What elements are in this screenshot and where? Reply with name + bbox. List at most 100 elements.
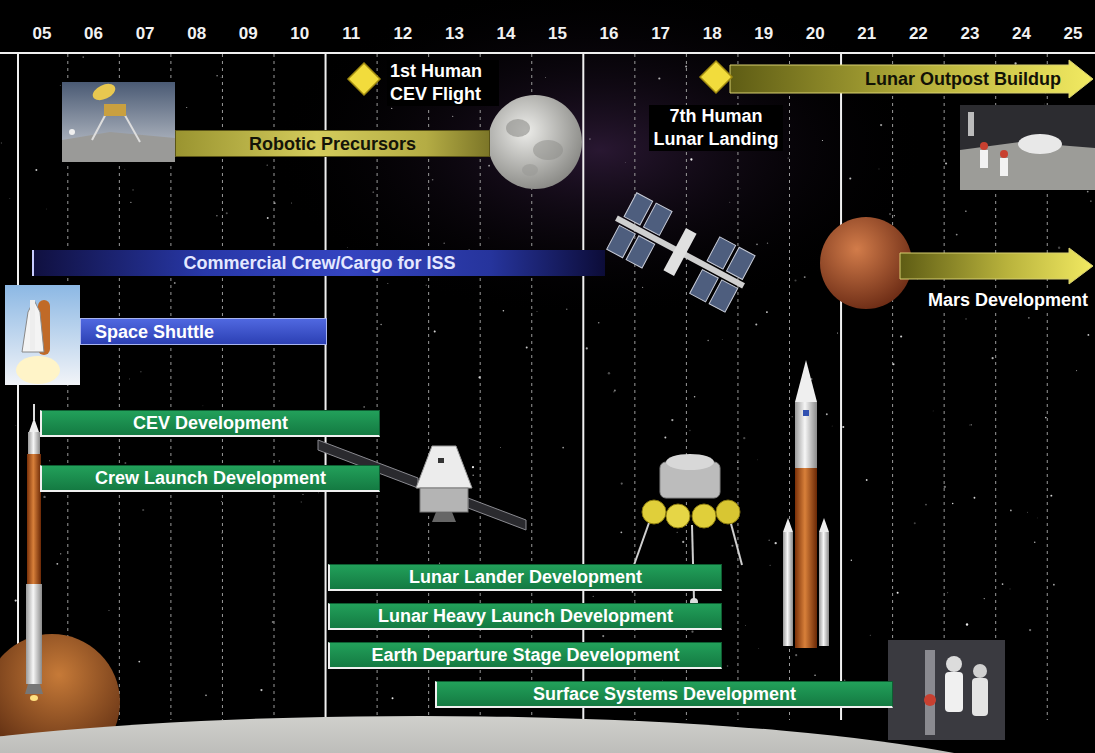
star [380, 324, 381, 325]
star [1087, 191, 1089, 193]
year-label: 08 [177, 24, 217, 44]
year-grid [68, 54, 1047, 720]
milestone-label: 7th Human Lunar Landing [649, 105, 783, 151]
bar-label: Commercial Crew/Cargo for ISS [183, 253, 455, 273]
star [707, 340, 709, 342]
year-label: 24 [1001, 24, 1041, 44]
star [756, 243, 758, 245]
star [689, 430, 690, 431]
solar-panel [726, 247, 755, 279]
propellant-tank [692, 504, 716, 528]
star [138, 661, 140, 663]
solid-booster [819, 532, 829, 646]
moon-picture [488, 95, 582, 189]
astronaut [945, 672, 963, 712]
star [894, 215, 895, 216]
star [503, 310, 505, 312]
star [15, 425, 17, 427]
star [869, 634, 871, 636]
arrow-shape [900, 248, 1093, 284]
star [971, 424, 972, 425]
star [831, 425, 833, 427]
lander-leg [634, 520, 650, 565]
star [226, 212, 228, 214]
star [1026, 511, 1028, 513]
year-label: 18 [692, 24, 732, 44]
upper-stage [795, 402, 817, 468]
star [589, 138, 591, 140]
diamond-shape [700, 61, 732, 93]
star [130, 202, 131, 203]
star [1053, 584, 1055, 586]
star [82, 56, 84, 58]
star [1028, 317, 1030, 319]
star [1087, 334, 1089, 336]
star [727, 665, 729, 667]
star [608, 372, 610, 374]
booster-nose [819, 518, 829, 532]
bar-label: CEV Development [133, 413, 288, 433]
star [966, 318, 967, 319]
capsule-window [438, 458, 444, 463]
star [260, 689, 262, 691]
star [205, 695, 207, 697]
star [658, 77, 660, 79]
milestone-label: 1st Human CEV Flight [387, 60, 499, 106]
star [220, 76, 222, 78]
moon-disc [488, 95, 582, 189]
star [952, 503, 953, 504]
star [842, 426, 844, 428]
star [880, 124, 882, 126]
astronaut-helmet [1000, 150, 1008, 158]
bar-label: Space Shuttle [95, 322, 214, 342]
development-bar: Lunar Lander Development [328, 564, 722, 591]
star [302, 493, 304, 495]
star [426, 285, 427, 286]
star [140, 371, 142, 373]
star [1050, 495, 1052, 497]
lander-leg [730, 520, 742, 565]
star [792, 648, 794, 650]
star [676, 531, 678, 533]
star [566, 309, 567, 310]
star [794, 279, 796, 281]
astronaut-helmet [946, 656, 962, 672]
star [944, 486, 946, 488]
star [889, 213, 891, 215]
star [1076, 370, 1077, 371]
diamond-symbol [347, 62, 381, 96]
year-gridline [892, 54, 893, 720]
propellant-tank [666, 504, 690, 528]
drill-mast [925, 650, 935, 735]
star [1, 142, 2, 143]
timeline-bar: Space Shuttle [80, 318, 327, 345]
solid-booster [783, 532, 793, 646]
star [682, 541, 684, 543]
bar-label: Crew Launch Development [95, 468, 326, 488]
star [488, 237, 490, 239]
star [992, 357, 994, 359]
escape-tower [33, 404, 35, 420]
star [221, 501, 222, 502]
star [43, 496, 45, 498]
propellant-tank [716, 500, 740, 524]
surface-systems-picture [888, 640, 1005, 740]
year-label: 06 [74, 24, 114, 44]
star [59, 84, 61, 86]
development-bar: CEV Development [40, 410, 380, 437]
star [966, 623, 968, 625]
bar-label: Lunar Heavy Launch Development [378, 606, 673, 626]
star [536, 311, 538, 313]
star [826, 413, 828, 415]
astronaut [1000, 158, 1008, 176]
exhaust-plume [16, 356, 60, 384]
nozzle [25, 684, 43, 694]
bar-label: Robotic Precursors [249, 134, 416, 154]
engine [432, 512, 456, 522]
star [363, 406, 365, 408]
year-label: 11 [331, 24, 371, 44]
star [598, 322, 600, 324]
star [945, 162, 947, 164]
picture-frame [5, 285, 80, 385]
diamond-symbol [699, 60, 733, 94]
